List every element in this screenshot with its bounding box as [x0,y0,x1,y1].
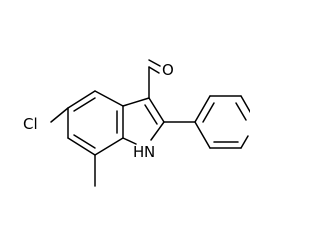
oxygen-label: O [162,61,174,79]
bond-c2-n1 [150,121,165,141]
bond-c3-c2 [148,97,165,123]
double-bond-c6-c7 [73,134,96,149]
aldehyde-group [148,59,161,99]
bond-c7-c7a [94,137,124,156]
hydrogen-label: H [133,143,144,161]
double-bond-c3-c2 [144,104,158,125]
bond-c3a-c4 [94,90,124,107]
phenyl-bond-6 [240,135,249,149]
bond-c3a-c3 [122,97,150,107]
bond-n1-c7a [122,137,137,145]
pyrrole-ring [122,97,165,145]
bond-c5-cl [50,107,69,123]
chemical-structure-diagram: O Cl N H [23,59,250,187]
nitrogen-label: N [144,143,155,161]
chlorine-label: Cl [23,115,38,133]
bond-c4-c5 [67,90,96,109]
phenyl-bond-4 [194,121,211,149]
phenyl-double-1 [202,102,215,123]
double-bond-c4-c5 [73,97,96,112]
bond-c6-c7 [67,137,96,156]
phenyl-bond-3 [240,95,250,114]
phenyl-double-3 [235,102,247,121]
bond-cho-o [148,66,160,74]
benzene-ring [67,90,124,156]
phenyl-ring [163,95,250,149]
double-bond-cho-o [148,59,161,67]
phenyl-bond-1 [194,95,211,123]
